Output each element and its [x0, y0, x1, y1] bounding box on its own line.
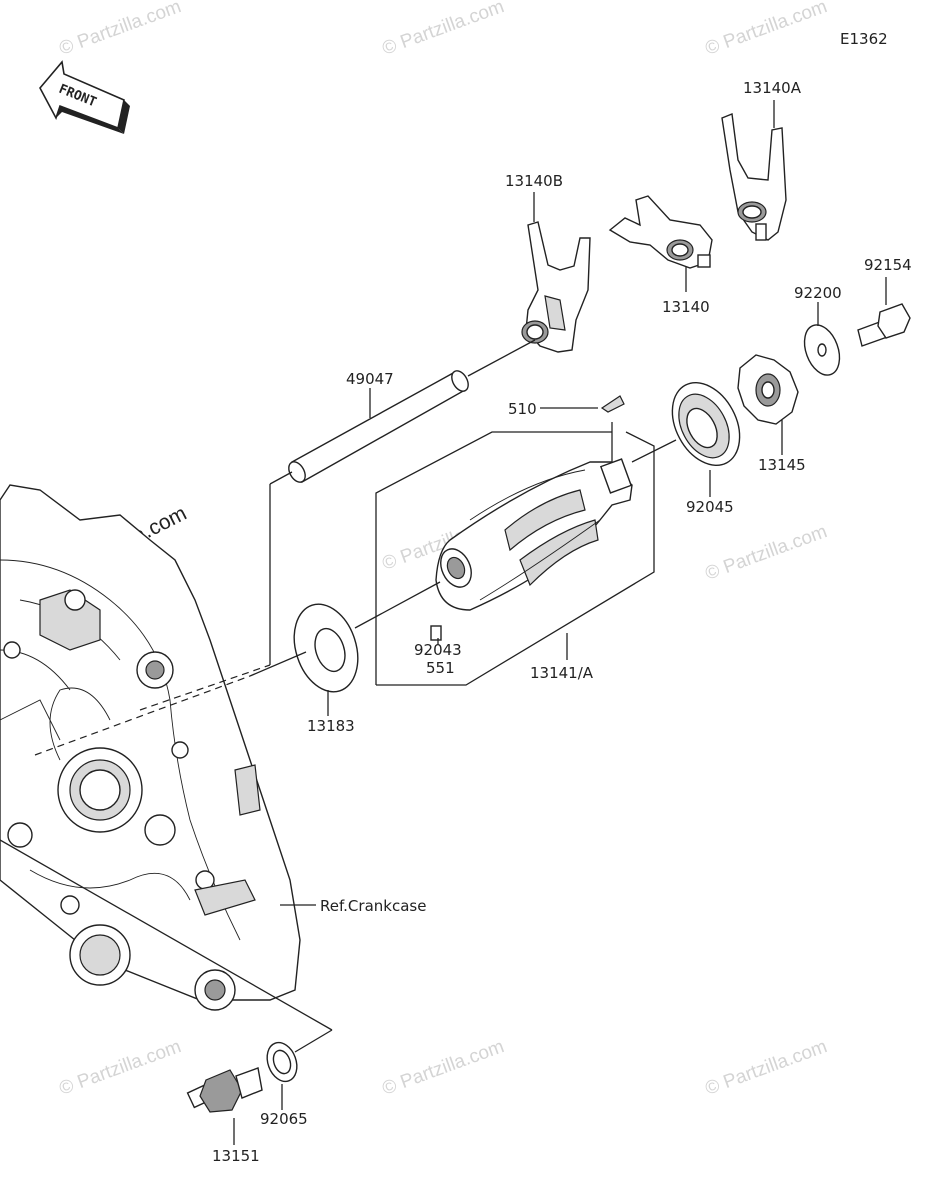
shift-fork-13140 — [608, 195, 713, 269]
label-13140[interactable]: 13140 — [662, 298, 710, 316]
label-13145[interactable]: 13145 — [758, 456, 806, 474]
label-92045[interactable]: 92045 — [686, 498, 734, 516]
front-arrow-icon: FRONT — [39, 60, 130, 134]
cam-13145 — [737, 354, 799, 425]
shift-fork-13140A — [721, 113, 787, 241]
watermark: © Partzilla.com — [57, 0, 184, 60]
label-13151[interactable]: 13151 — [212, 1147, 260, 1165]
part-labels: 13140A 13140B 13140 92154 92200 49047 51… — [212, 79, 912, 1165]
crankcase-illustration — [0, 484, 301, 1011]
label-13183[interactable]: 13183 — [307, 717, 355, 735]
watermark: © Partzilla.com — [380, 1036, 507, 1100]
watermark: © Partzilla.com — [380, 0, 507, 60]
watermark: © Partzilla.com — [703, 521, 830, 585]
watermark: © Partzilla.com — [57, 1036, 184, 1100]
thrust-washer-13183 — [293, 603, 359, 693]
shift-drum-13141A — [435, 458, 633, 611]
bolt-92154 — [857, 303, 911, 347]
label-92065[interactable]: 92065 — [260, 1110, 308, 1128]
label-92154[interactable]: 92154 — [864, 256, 912, 274]
bearing-92045 — [671, 381, 741, 467]
shift-fork-13140B — [521, 221, 591, 353]
label-13140A[interactable]: 13140A — [743, 79, 802, 97]
label-510[interactable]: 510 — [508, 400, 537, 418]
watermark: © Partzilla.com — [703, 0, 830, 60]
label-551[interactable]: 551 — [426, 659, 455, 677]
key-510 — [600, 395, 625, 413]
label-13140B[interactable]: 13140B — [505, 172, 563, 190]
watermark: © Partzilla.com — [703, 1036, 830, 1100]
label-ref-crankcase: Ref.Crankcase — [320, 897, 426, 915]
label-92200[interactable]: 92200 — [794, 284, 842, 302]
washer-92065 — [266, 1041, 298, 1083]
label-92043[interactable]: 92043 — [414, 641, 462, 659]
diagram-code: E1362 — [840, 30, 888, 48]
pin-92043 — [430, 625, 442, 641]
washer-92200 — [803, 324, 841, 376]
shaft-49047 — [288, 370, 469, 483]
label-13141A[interactable]: 13141/A — [530, 664, 594, 682]
leader-lines — [0, 100, 887, 1145]
switch-13151 — [186, 1067, 263, 1113]
label-49047[interactable]: 49047 — [346, 370, 394, 388]
